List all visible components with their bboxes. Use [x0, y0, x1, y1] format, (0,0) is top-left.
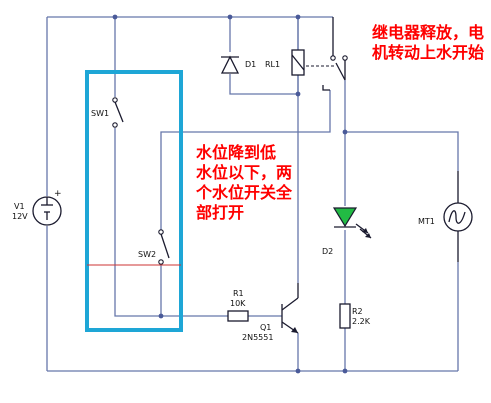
level-note-line-4: 部打开 — [196, 203, 245, 222]
transistor-q1: Q1 2N5551 — [242, 283, 299, 342]
relay-release-note: 继电器释放，电 机转动上水开始 — [372, 23, 484, 63]
relay-note-line-2: 机转动上水开始 — [372, 43, 485, 62]
r2-value-label: 2.2K — [352, 317, 371, 326]
switch-highlight-box — [85, 70, 183, 332]
v1-ref-label: V1 — [14, 202, 25, 211]
r2-ref-label: R2 — [352, 307, 363, 316]
resistor-r1: R1 10K — [227, 289, 249, 322]
r1-ref-label: R1 — [233, 289, 244, 298]
water-level-note: 水位降到低 水位以下，两 个水位开关全 部打开 — [196, 143, 292, 223]
mt1-ref-label: MT1 — [418, 217, 435, 226]
led-d2: D2 — [322, 207, 372, 256]
junction-dots — [112, 14, 348, 374]
switch-sw1: SW1 — [91, 97, 124, 128]
q1-ref-label: Q1 — [260, 323, 271, 332]
rl1-ref-label: RL1 — [265, 60, 280, 69]
relay-note-line-1: 继电器释放，电 — [372, 23, 485, 42]
d1-ref-label: D1 — [245, 60, 256, 69]
q1-value-label: 2N5551 — [242, 333, 273, 342]
d2-ref-label: D2 — [322, 247, 333, 256]
resistor-r2: R2 2.2K — [339, 303, 371, 329]
v1-value-label: 12V — [12, 212, 28, 221]
relay-rl1: RL1 — [265, 17, 348, 91]
level-note-line-2: 水位以下，两 — [196, 163, 293, 182]
diode-d1: D1 — [220, 55, 256, 74]
r1-value-label: 10K — [230, 299, 246, 308]
battery-v1: + V1 12V — [12, 189, 62, 226]
level-note-line-1: 水位降到低 — [196, 143, 277, 162]
sw2-ref-label: SW2 — [138, 250, 156, 259]
sw1-ref-label: SW1 — [91, 109, 109, 118]
level-note-line-3: 个水位开关全 — [196, 183, 293, 202]
motor-mt1: MT1 — [418, 171, 473, 262]
svg-text:+: + — [54, 189, 62, 199]
switch-sw2: SW2 — [138, 229, 170, 265]
